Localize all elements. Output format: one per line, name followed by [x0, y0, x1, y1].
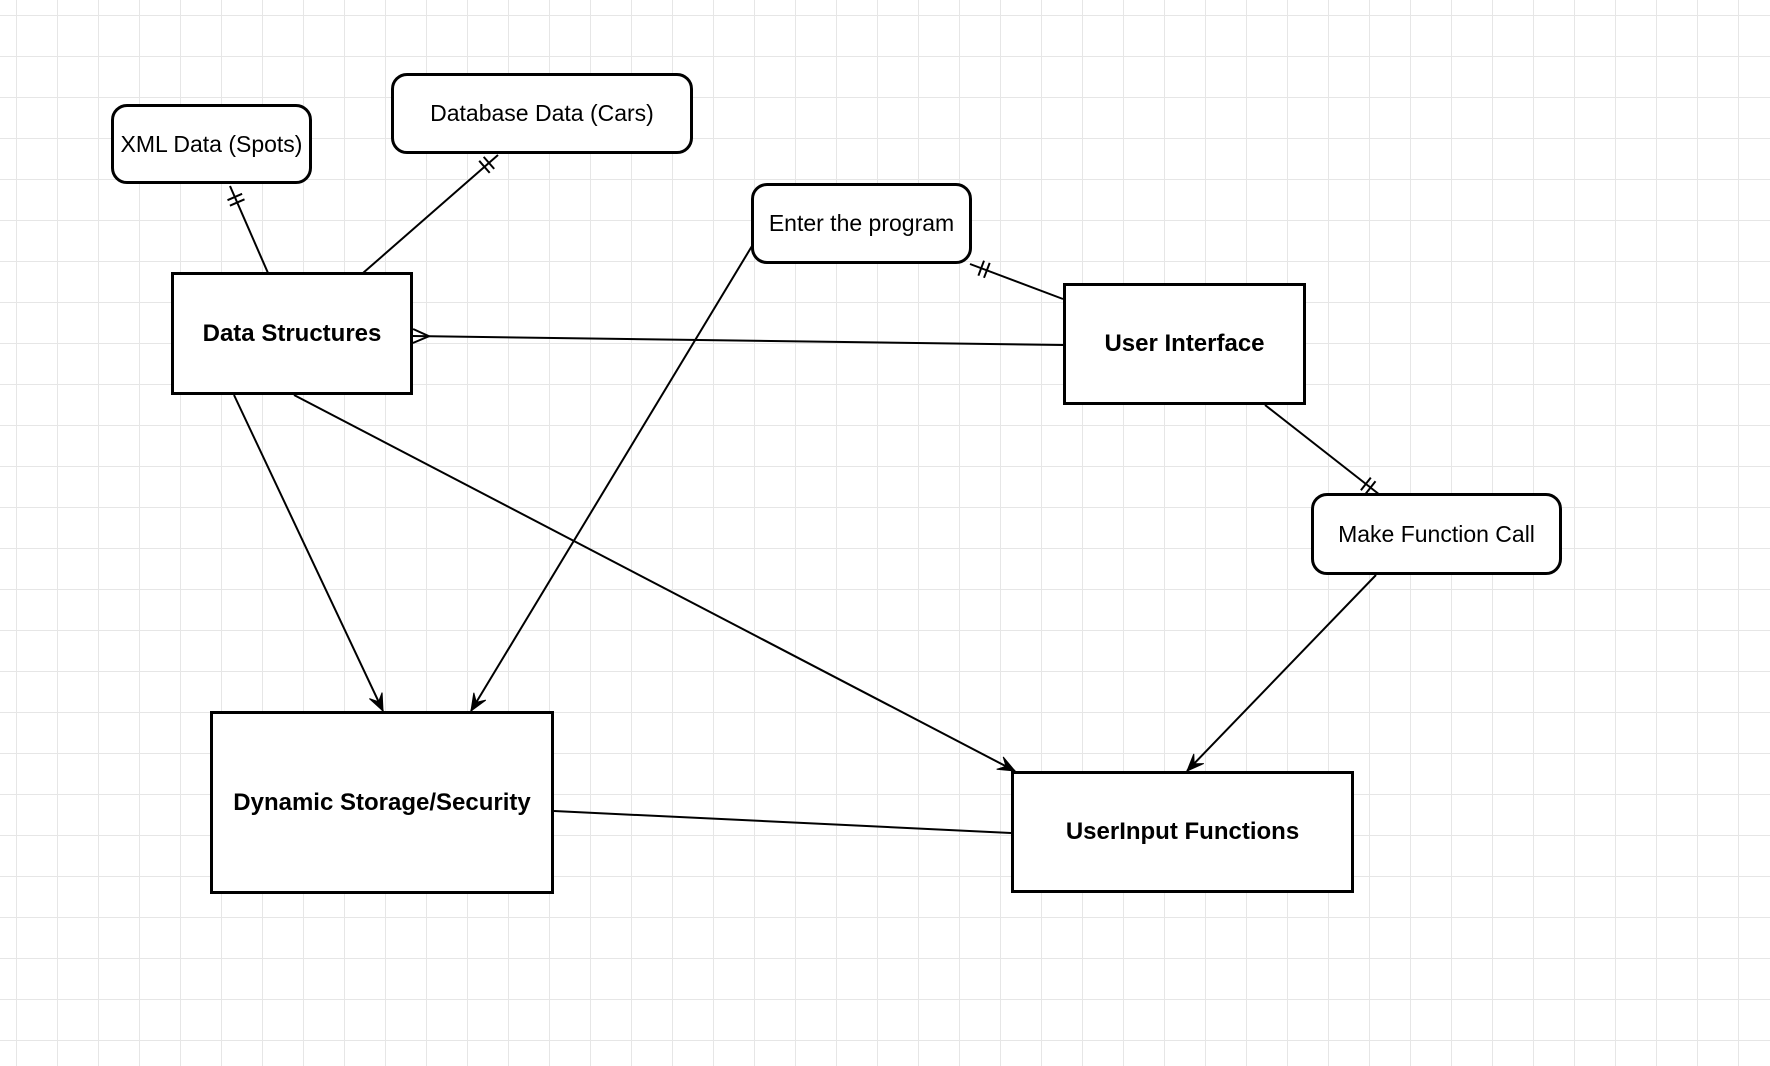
- edge-enter-dss-arrowhead: [470, 692, 487, 713]
- edge-ui-call-one-tick-1: [1364, 480, 1377, 495]
- edge-call-uif-line: [1186, 574, 1377, 772]
- node-user-interface[interactable]: User Interface: [1063, 283, 1306, 405]
- node-xml-data-spots[interactable]: XML Data (Spots): [111, 104, 312, 184]
- node-make-function-call[interactable]: Make Function Call: [1311, 493, 1562, 575]
- edge-ds-dss-line: [233, 394, 384, 712]
- edge-ds-xml-one-tick-1: [227, 192, 243, 202]
- edge-ui-ds-crowfoot: [412, 328, 432, 344]
- node-dynamic-storage-security[interactable]: Dynamic Storage/Security: [210, 711, 554, 894]
- node-userinput-functions[interactable]: UserInput Functions: [1011, 771, 1354, 893]
- edge-ds-db-one-tick-1: [482, 156, 495, 170]
- edge-ds-xml-line: [229, 185, 269, 274]
- edge-enter-dss-line: [470, 245, 753, 712]
- edge-ds-dss-arrowhead: [369, 692, 384, 713]
- edge-ui-call-one-tick-2: [1360, 476, 1372, 491]
- edge-ui-ds-line: [412, 335, 1064, 346]
- edge-ui-call-line: [1264, 404, 1381, 496]
- edge-ds-xml-one-tick-2: [229, 198, 245, 207]
- node-database-data-cars[interactable]: Database Data (Cars): [391, 73, 693, 154]
- edge-ds-uif-arrowhead: [996, 756, 1017, 772]
- edge-dss-uif-line: [553, 810, 1012, 834]
- edge-ui-enter-line: [969, 263, 1064, 300]
- node-enter-the-program[interactable]: Enter the program: [751, 183, 972, 264]
- node-data-structures[interactable]: Data Structures: [171, 272, 413, 395]
- edge-ds-db-line: [362, 154, 499, 274]
- edge-ui-enter-one-tick-2: [983, 262, 991, 279]
- edge-ui-enter-one-tick-1: [977, 260, 985, 277]
- edge-ds-db-one-tick-2: [478, 160, 491, 174]
- edge-call-uif-arrowhead: [1186, 753, 1205, 772]
